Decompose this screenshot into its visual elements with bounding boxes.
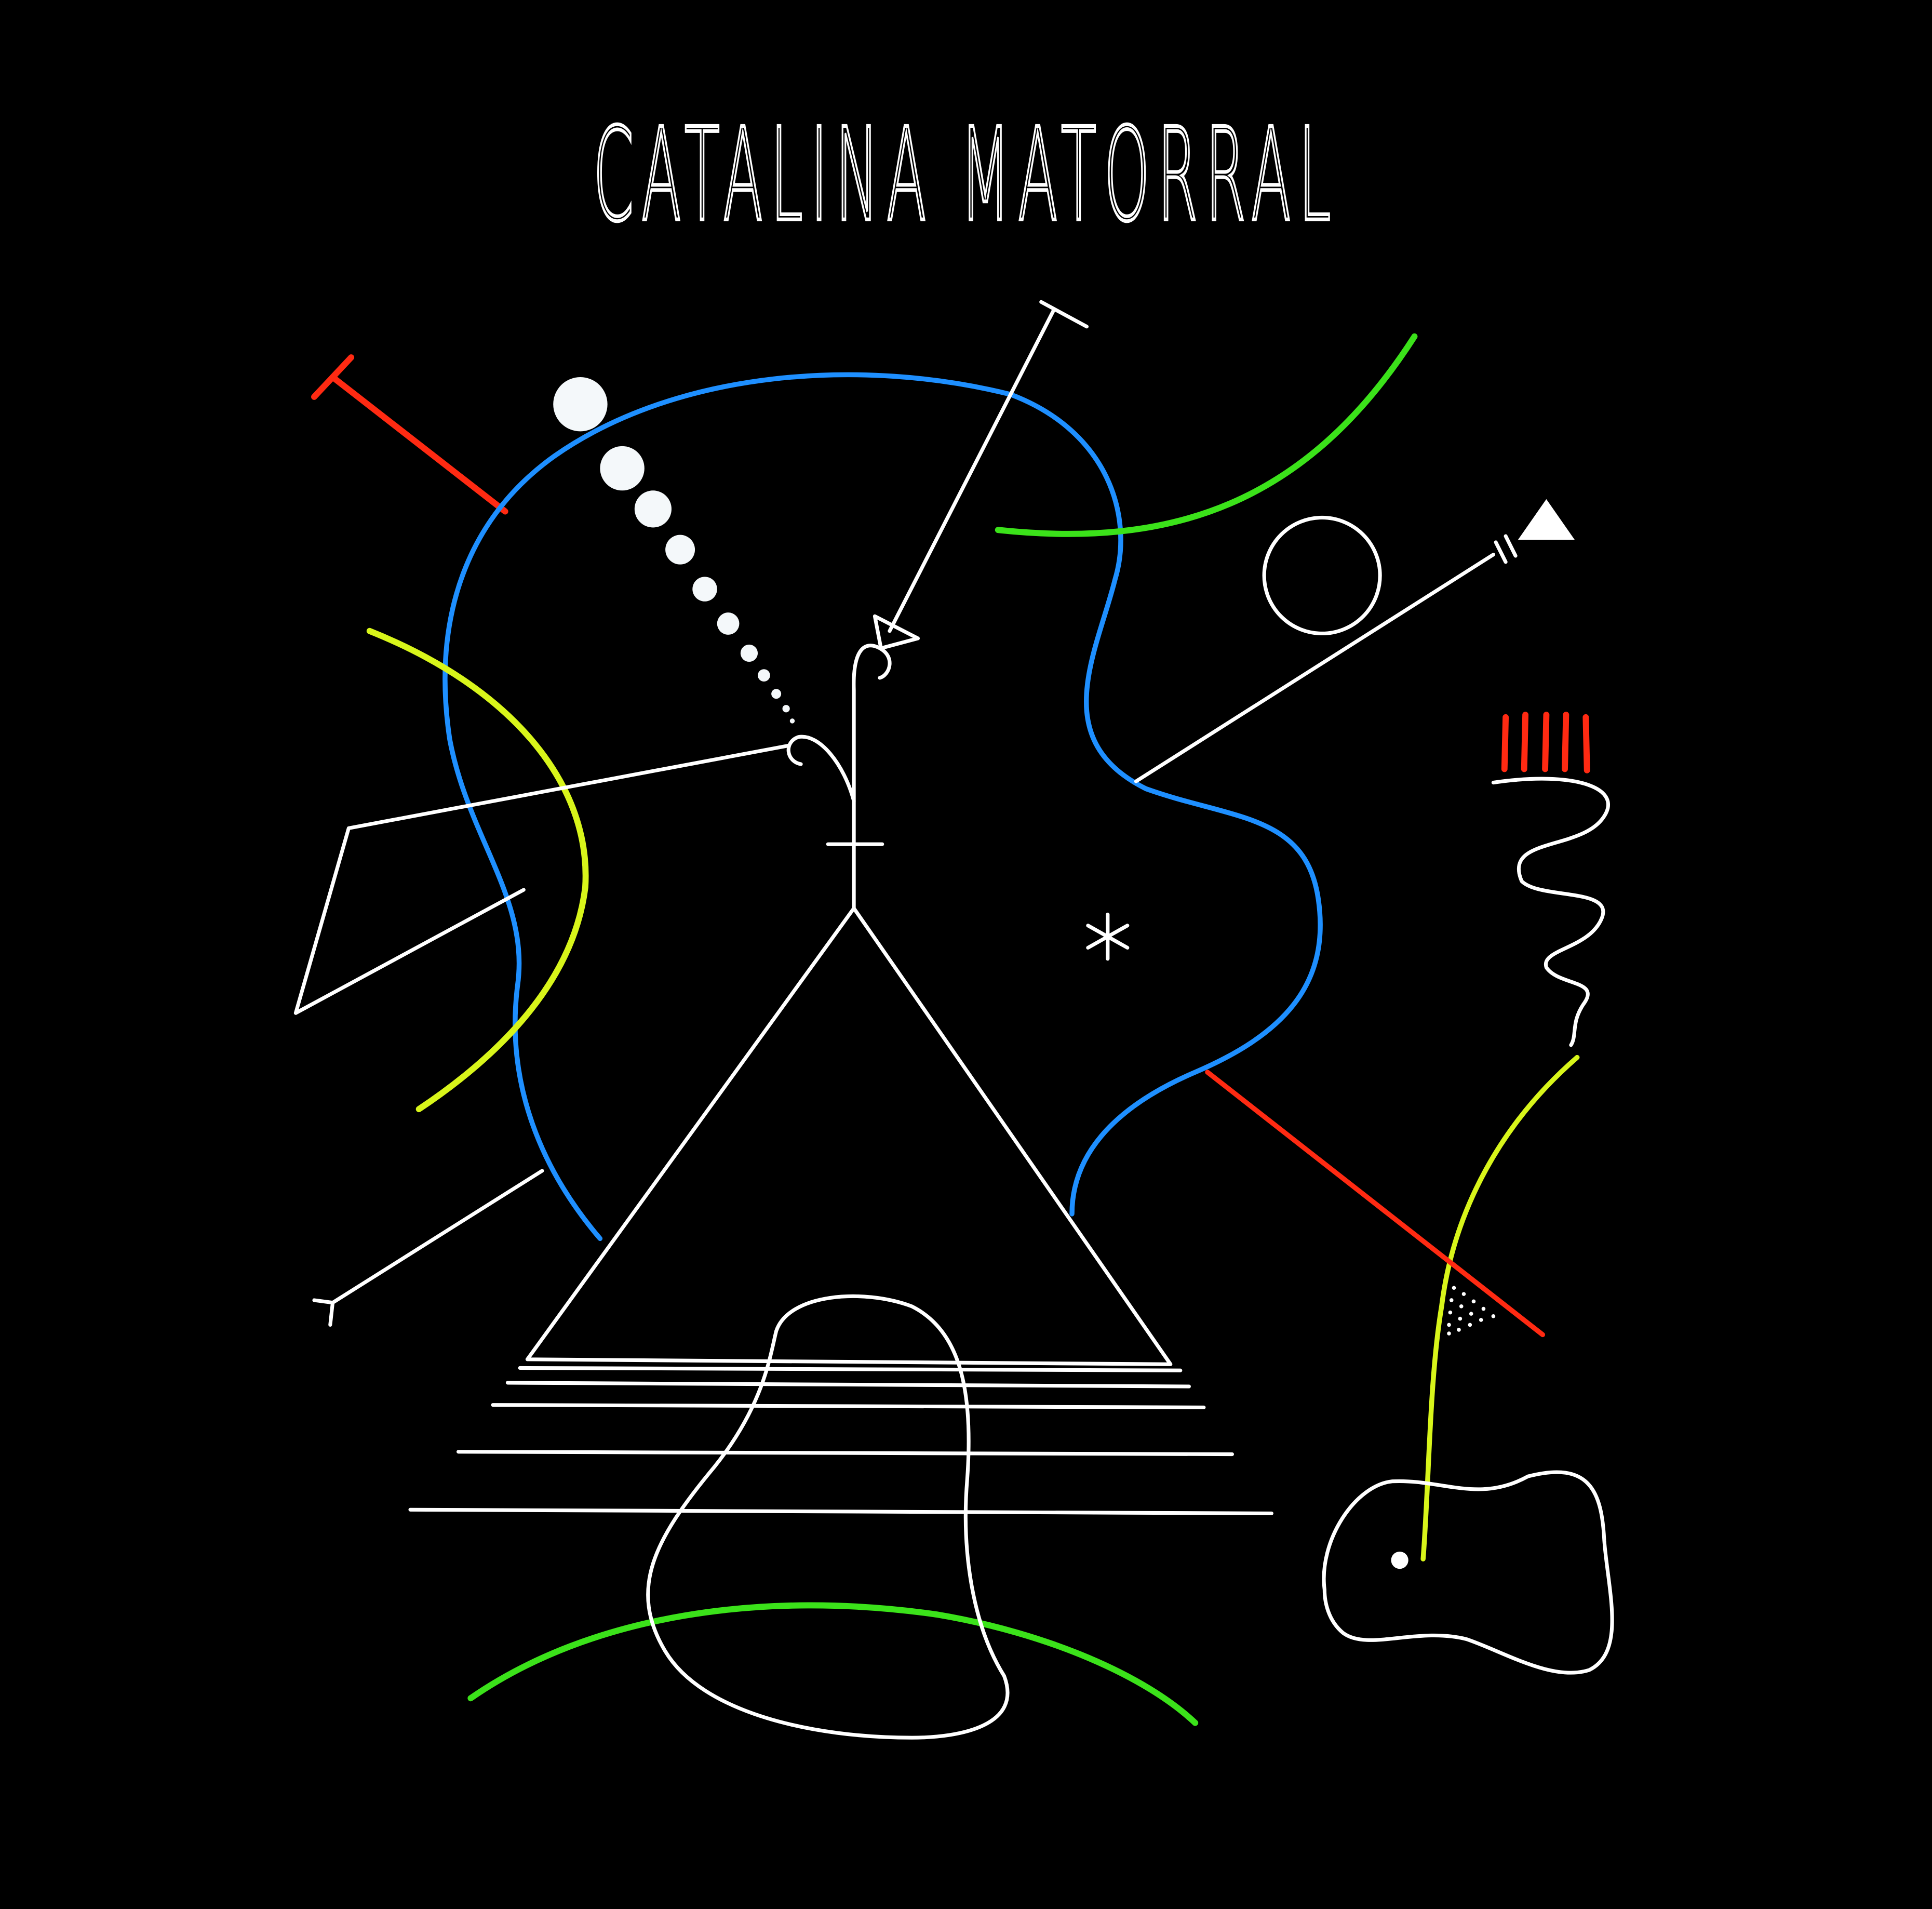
horizontal-lines: [408, 1366, 1273, 1515]
large-triangle: [525, 906, 1173, 1366]
stem: [852, 644, 892, 911]
squiggle-line: [1491, 777, 1610, 1047]
quadrilateral-shape: [293, 743, 790, 1015]
arrow-triangle: [873, 614, 920, 650]
red-t-line: [311, 354, 508, 515]
yellow-arc-left: [366, 628, 589, 1113]
triangle-arrowhead: [1518, 499, 1575, 540]
bottom-blob: [646, 1294, 1010, 1740]
blob-dot: [1391, 1551, 1408, 1569]
blue-blob-outline: [442, 372, 1323, 1241]
circle-outline: [1262, 515, 1382, 636]
t-line-top: [888, 300, 1089, 633]
left-hook: [786, 735, 856, 803]
arrow-line: [1134, 534, 1518, 783]
green-arc-top: [995, 333, 1418, 537]
red-diagonal-line: [1205, 1070, 1546, 1338]
asterisk-icon: [1086, 912, 1130, 961]
white-dots-trail: [553, 377, 795, 724]
green-arc-bottom: [467, 1602, 1199, 1726]
dotted-triangle: [1447, 1286, 1496, 1336]
red-tally-marks: [1501, 712, 1590, 773]
album-title: CATALINA MATORRAL: [593, 101, 1338, 250]
central-figure: [293, 300, 1273, 1740]
forked-line: [312, 1169, 544, 1327]
yellow-line-right: [1420, 1054, 1580, 1561]
right-blob: [1322, 1470, 1614, 1675]
